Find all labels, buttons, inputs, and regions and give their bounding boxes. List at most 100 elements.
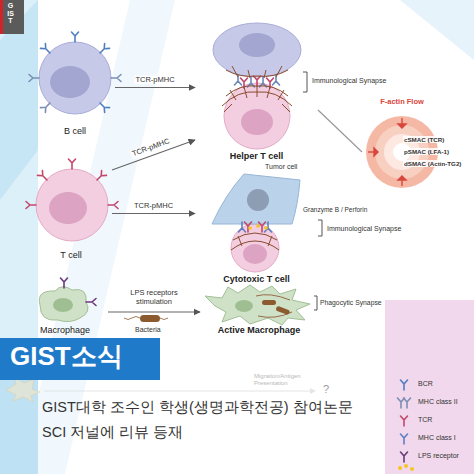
t-cell-figure	[36, 169, 108, 241]
cytotoxic-synapse-figure	[318, 220, 322, 236]
t-cell-figure	[108, 202, 118, 209]
t-cell-figure	[95, 170, 107, 182]
t-cell-figure	[69, 159, 76, 169]
legend-label: LPS receptor	[418, 452, 459, 459]
helper-synapse-figure	[222, 66, 292, 112]
banner-title: GIST소식	[10, 342, 123, 372]
helper-synapse-figure	[303, 72, 307, 92]
t-cell-figure	[37, 170, 49, 182]
cytotoxic-t-cell: Tumor cellCytotoxic T cell	[195, 163, 318, 285]
b-cell-figure	[29, 32, 121, 114]
bacteria-figure	[124, 317, 168, 320]
dendritic-figure	[44, 391, 314, 392]
b-cell-figure	[98, 43, 110, 55]
helper-synapse-figure	[213, 23, 307, 149]
node-label: B cell	[64, 126, 86, 136]
legend-panel	[401, 380, 408, 390]
b-cell-figure	[40, 43, 52, 55]
edge-label: TCR-pMHC	[130, 137, 172, 159]
annotation: Immunological Synapse	[312, 77, 386, 85]
node-label: F-actin Flow	[380, 98, 424, 107]
active-macrophage-figure	[256, 295, 292, 318]
logo-text: GIST	[7, 2, 14, 25]
legend-label: MHC class I	[418, 434, 456, 441]
node-label: T cell	[60, 250, 81, 260]
edge-label: TCR-pMHC	[133, 201, 174, 210]
node-label: dSMAC (Actin-TG2)	[403, 160, 462, 167]
logo	[0, 0, 24, 34]
background	[0, 0, 38, 474]
background	[400, 0, 474, 60]
legend-panel	[401, 416, 408, 426]
smac-ring: F-actin FlowcSMAC (TCR)pSMAC (LFA-1)dSMA…	[362, 98, 470, 198]
b-cell-figure	[40, 101, 52, 113]
active-macrophage-figure	[262, 300, 276, 305]
cytotoxic-synapse-figure	[243, 244, 267, 264]
faded-annotation: ?	[323, 383, 329, 396]
helper-synapse-figure	[239, 33, 275, 57]
legend-panel	[385, 300, 474, 474]
logo	[0, 0, 24, 34]
edge-label: TCR-pMHC	[134, 75, 175, 84]
cytotoxic-synapse-figure	[245, 222, 252, 232]
macrophage-figure	[39, 278, 96, 322]
helper-synapse-figure	[254, 76, 261, 86]
annotation: Bacteria	[135, 326, 161, 334]
helper-synapse-figure	[232, 66, 282, 78]
news-text: GIST대학 조수인 학생(생명과학전공) 참여논문	[42, 399, 353, 416]
helper-t-cell: Helper T cell	[195, 22, 318, 162]
cytotoxic-synapse-figure	[239, 222, 246, 232]
background	[0, 0, 38, 200]
annotation: Granzyme B / Perforin	[303, 206, 367, 213]
cytotoxic-synapse-figure	[264, 226, 268, 230]
smac-ring-figure	[374, 148, 378, 156]
legend-panel	[401, 452, 408, 462]
b-cell-figure	[39, 42, 111, 114]
cytotoxic-synapse-figure	[238, 236, 272, 246]
helper-synapse-figure	[224, 104, 290, 112]
annotation: Immunological Synapse	[327, 225, 401, 233]
helper-synapse-figure	[224, 83, 290, 149]
cytotoxic-synapse-figure	[212, 174, 300, 224]
legend-panel	[398, 466, 402, 470]
connector	[112, 213, 195, 214]
legend-panel	[404, 464, 408, 468]
macrophage-figure	[61, 278, 68, 288]
bacteria-figure	[140, 315, 160, 322]
cytotoxic-synapse-figure	[248, 226, 252, 230]
node-label: Tumor cell	[265, 163, 297, 171]
legend-label: MHC class II	[418, 398, 458, 405]
macrophage-figure	[39, 287, 88, 322]
t-cell: T cell	[30, 162, 112, 265]
b-cell-figure	[29, 75, 39, 82]
connector	[318, 110, 362, 152]
b-cell-figure	[98, 101, 110, 113]
helper-synapse-figure	[226, 70, 288, 76]
legend-entry: TCR	[418, 416, 432, 424]
node-label: pSMAC (LFA-1)	[403, 148, 450, 155]
legend-panel	[404, 398, 411, 408]
active-macrophage-figure	[205, 285, 310, 325]
edge-label: LPS receptors stimulation	[122, 289, 186, 306]
node-label: Helper T cell	[230, 151, 284, 161]
b-cell-figure	[72, 32, 79, 42]
node-label: Active Macrophage	[218, 325, 301, 335]
legend-entry: MHC class I	[418, 434, 456, 442]
legend-entry: LPS receptor	[418, 452, 459, 460]
t-cell-figure	[49, 192, 87, 224]
annotation: Phagocytic Synapse	[320, 299, 382, 307]
t-cell-figure	[26, 159, 118, 241]
banner	[0, 338, 160, 380]
node-label: Cytotoxic T cell	[223, 274, 290, 284]
legend-label: TCR	[418, 416, 432, 423]
cytotoxic-synapse-figure	[231, 241, 279, 250]
cytotoxic-synapse-figure	[256, 224, 260, 228]
active-macrophage: Active Macrophage	[200, 286, 318, 336]
active-macrophage-figure	[205, 285, 317, 325]
news-text: SCI 저널에 리뷰 등재	[42, 424, 183, 441]
cytotoxic-synapse-figure	[265, 222, 272, 232]
